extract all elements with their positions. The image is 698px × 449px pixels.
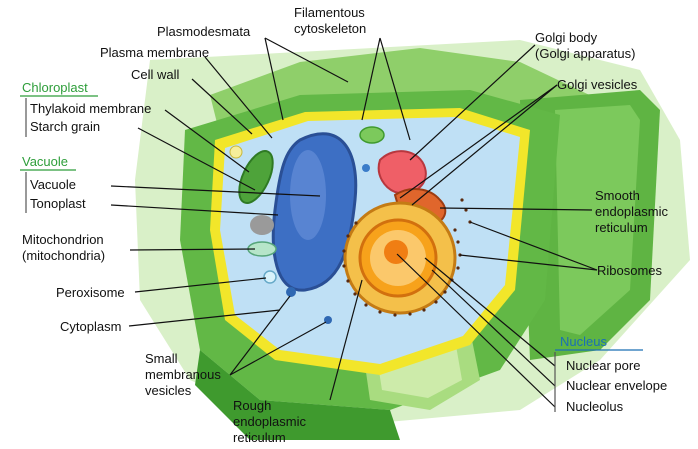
leader-thylakoid <box>164 109 250 173</box>
label-mito-1: Mitochondrion <box>22 232 104 247</box>
cell-wall-front-slab <box>195 350 400 440</box>
label-small-3: vesicles <box>145 383 192 398</box>
label-golgi-vesicles: Golgi vesicles <box>557 77 638 92</box>
leader-vacuole <box>110 185 321 197</box>
label-mito-2: (mitochondria) <box>22 248 105 263</box>
label-cytoplasm: Cytoplasm <box>60 319 121 334</box>
leader-smooth-er <box>439 207 593 211</box>
chloroplast-2-shape <box>359 126 385 144</box>
leader-plasmodesmata-2 <box>264 37 349 83</box>
label-smooth-3: reticulum <box>595 220 648 235</box>
label-nuclear-pore: Nuclear pore <box>566 358 640 373</box>
label-rough-2: endoplasmic <box>233 414 306 429</box>
label-rough-1: Rough <box>233 398 271 413</box>
leader-nucleolus <box>396 253 556 408</box>
label-smooth-2: endoplasmic <box>595 204 668 219</box>
label-small-1: Small <box>145 351 178 366</box>
nucleolus-shape <box>384 240 408 264</box>
leader-golgi-vesicles-1 <box>399 84 558 199</box>
leader-rough-er <box>329 279 363 401</box>
leader-tonoplast <box>110 204 279 216</box>
leader-ribosomes-1 <box>469 221 598 271</box>
vesicle-1 <box>286 287 296 297</box>
leader-lines <box>25 37 598 412</box>
group-title-chloroplast: Chloroplast <box>22 80 88 95</box>
starch-grain-shape <box>250 215 274 235</box>
leader-filamentous-2 <box>379 37 411 141</box>
label-golgi-body-1: Golgi body <box>535 30 598 45</box>
vesicle-3 <box>362 164 370 172</box>
label-thylakoid: Thylakoid membrane <box>30 101 151 116</box>
label-filamentous-2: cytoskeleton <box>294 21 366 36</box>
label-smooth-1: Smooth <box>595 188 640 203</box>
leader-golgi-body <box>409 44 536 161</box>
leader-golgi-vesicles-2 <box>411 84 558 206</box>
leader-small-vesicles-2 <box>229 321 327 376</box>
leader-small-vesicles-1 <box>229 295 291 376</box>
leader-nuclear-pore <box>424 257 556 367</box>
label-starch: Starch grain <box>30 119 100 134</box>
group-title-nucleus: Nucleus <box>560 334 607 349</box>
label-peroxisome: Peroxisome <box>56 285 125 300</box>
vesicle-4 <box>229 145 243 159</box>
leader-plasma-membrane <box>204 56 273 139</box>
leader-starch <box>137 127 256 191</box>
leader-ribosomes-2 <box>459 254 598 271</box>
label-nuclear-envelope: Nuclear envelope <box>566 378 667 393</box>
label-cell-wall: Cell wall <box>131 67 180 82</box>
label-ribosomes: Ribosomes <box>597 263 663 278</box>
label-small-2: membranous <box>145 367 221 382</box>
label-nucleolus: Nucleolus <box>566 399 624 414</box>
group-title-vacuole: Vacuole <box>22 154 68 169</box>
label-tonoplast: Tonoplast <box>30 196 86 211</box>
leader-plasmodesmata <box>264 37 284 121</box>
cell-wall-right-highlight <box>555 105 640 335</box>
label-plasma-membrane: Plasma membrane <box>100 45 209 60</box>
leader-cell-wall <box>191 78 253 135</box>
golgi-body-shape <box>377 150 427 195</box>
leader-nuclear-envelope <box>431 269 556 387</box>
label-filamentous-1: Filamentous <box>294 5 365 20</box>
leader-filamentous-1 <box>361 37 381 121</box>
label-golgi-body-2: (Golgi apparatus) <box>535 46 635 61</box>
label-vacuole: Vacuole <box>30 177 76 192</box>
leader-peroxisome <box>134 277 267 293</box>
chloroplast-shape <box>238 150 274 204</box>
leader-cytoplasm <box>128 309 281 327</box>
leader-mitochondrion <box>129 248 256 251</box>
peroxisome-shape <box>263 270 277 284</box>
ribosome-dots <box>342 198 472 317</box>
label-rough-3: reticulum <box>233 430 286 445</box>
label-plasmodesmata: Plasmodesmata <box>157 24 251 39</box>
